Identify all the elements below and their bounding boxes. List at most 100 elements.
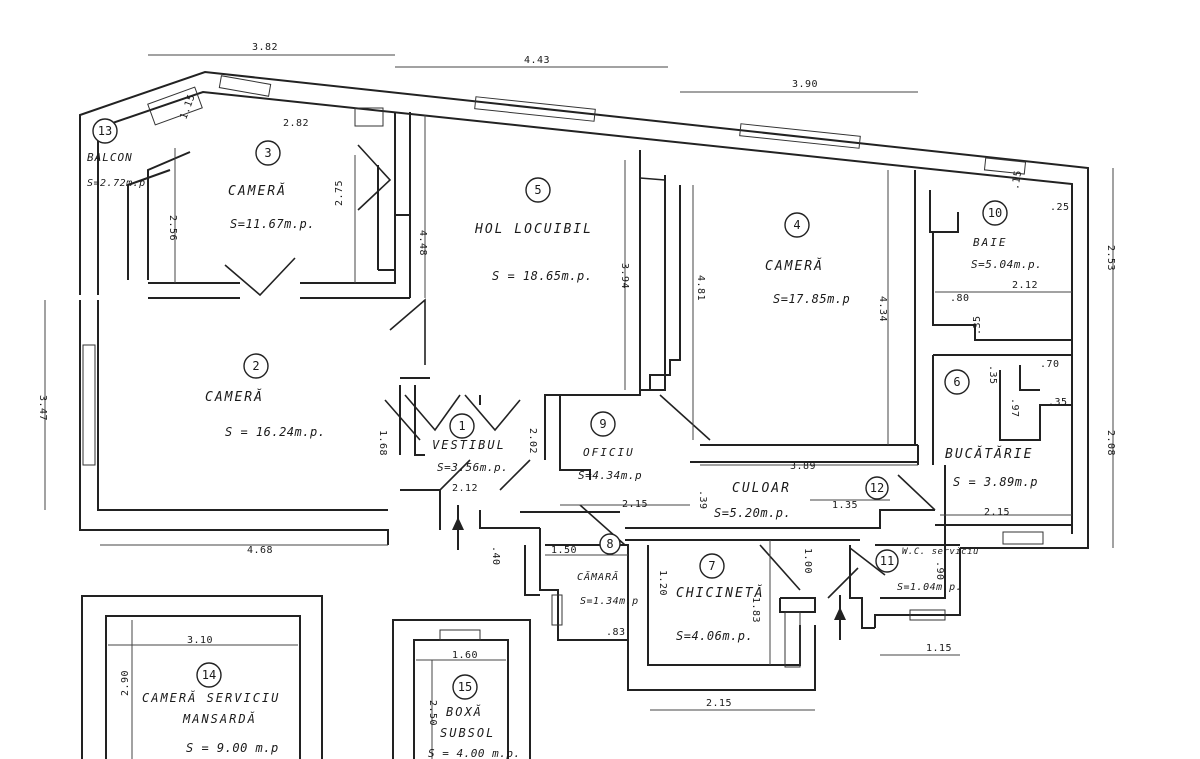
dim-2-12a: 2.12: [1012, 280, 1038, 291]
room-4-number: 4: [793, 218, 800, 232]
dim-1-68: 1.68: [377, 430, 388, 456]
room-2-number: 2: [252, 359, 259, 373]
room-14-area: S = 9.00 m.p: [186, 741, 279, 755]
room-4-area: S=17.85m.p: [773, 292, 850, 306]
room-13-number: 13: [98, 124, 112, 138]
room-14-number: 14: [202, 668, 216, 682]
room-5-area: S = 18.65m.p.: [492, 269, 592, 283]
dim-1-15: 1.15: [178, 93, 197, 121]
room-14-name-1: CAMERĂ SERVICIU: [142, 690, 280, 705]
room-6-name: BUCĂTĂRIE: [945, 446, 1033, 462]
dim-2-12b: 2.12: [452, 483, 478, 494]
room-9-area: S=4.34m.p: [578, 469, 642, 482]
room-3-number: 3: [264, 146, 271, 160]
interior-walls: [127, 112, 1072, 691]
dim-2-15c: 2.15: [706, 698, 732, 709]
dim-0-25: .25: [1050, 202, 1070, 213]
dim-1-20: 1.20: [657, 570, 668, 596]
dim-0-35a: .35: [972, 315, 983, 335]
room-15-area: S = 4.00 m.p.: [428, 747, 521, 759]
dim-4-68: 4.68: [247, 545, 273, 556]
dim-3-90: 3.90: [792, 79, 818, 90]
room-12-number: 12: [870, 481, 884, 495]
windows: [82, 75, 1044, 668]
room-3-name: CAMERĂ: [228, 183, 287, 199]
room-10-area: S=5.04m.p.: [971, 258, 1042, 271]
room-11-area: S=1.04m.p.: [897, 582, 962, 593]
dim-2-50: 2.50: [427, 700, 438, 726]
dim-0-35c: .35: [1048, 397, 1068, 408]
room-1-area: S=3.56m.p.: [437, 461, 508, 474]
room-13-name: BALCON: [87, 151, 133, 164]
room-10-name: BAIE: [973, 236, 1008, 249]
room-7-name: CHICINETĂ: [676, 585, 764, 601]
dim-0-35b: .35: [987, 365, 998, 385]
dim-4-34: 4.34: [877, 296, 888, 322]
dim-0-80: .80: [950, 293, 970, 304]
exterior-walls: [79, 70, 1089, 628]
room-5-name: HOL LOCUIBIL: [474, 222, 593, 237]
room-3-area: S=11.67m.p.: [230, 217, 315, 231]
room-labels: BALCON S=2.72m.p CAMERĂ S=11.67m.p. HOL …: [87, 151, 1042, 759]
dim-1-35: 1.35: [832, 500, 858, 511]
dim-2-90: 2.90: [120, 670, 131, 696]
room-1-name: VESTIBUL: [432, 438, 506, 452]
dim-2-08: 2.08: [1105, 430, 1116, 456]
room-9-name: OFICIU: [583, 446, 635, 459]
room-11-name: W.C. serviciu: [902, 547, 979, 557]
dimension-labels: 3.82 4.43 3.90 2.82 1.15 2.56 2.75 4.48 …: [37, 42, 1116, 726]
room-4-name: CAMERĂ: [765, 258, 824, 274]
room-7-area: S=4.06m.p.: [676, 629, 753, 643]
dim-3-82: 3.82: [252, 42, 278, 53]
room-13-area: S=2.72m.p: [87, 178, 146, 189]
room-9-number: 9: [599, 417, 606, 431]
annex-rooms: [81, 595, 531, 759]
dim-0-40: .40: [490, 546, 501, 566]
room-2-area: S = 16.24m.p.: [225, 425, 325, 439]
entrance-arrows: [452, 505, 846, 640]
dim-3-10: 3.10: [187, 635, 213, 646]
dim-2-15a: 2.15: [622, 499, 648, 510]
dim-0-39: .39: [697, 490, 708, 510]
dim-0-83: .83: [606, 627, 626, 638]
room-12-name: CULOAR: [732, 481, 791, 496]
dim-2-15b: 2.15: [984, 507, 1010, 518]
dim-2-82: 2.82: [283, 118, 309, 129]
dim-0-90: .90: [934, 561, 945, 581]
room-6-number: 6: [953, 375, 960, 389]
room-8-area: S=1.34m.p: [580, 596, 639, 607]
dim-3-47: 3.47: [37, 395, 48, 421]
dim-2-53: 2.53: [1105, 245, 1116, 271]
room-10-number: 10: [988, 206, 1002, 220]
room-14-name-2: MANSARDĂ: [182, 711, 257, 726]
room-5-number: 5: [534, 183, 541, 197]
room-8-name: CĂMARĂ: [577, 570, 619, 583]
room-15-name-2: SUBSOL: [440, 726, 495, 740]
dim-1-50: 1.50: [551, 545, 577, 556]
dim-2-75: 2.75: [334, 180, 345, 206]
room-11-number: 11: [880, 554, 894, 568]
room-7-number: 7: [708, 559, 715, 573]
dim-1-00: 1.00: [802, 548, 813, 574]
dim-0-15: .15: [1010, 169, 1024, 190]
dim-2-56: 2.56: [167, 215, 178, 241]
dimension-lines: [44, 54, 1114, 711]
dim-1-15b: 1.15: [926, 643, 952, 654]
dim-1-60: 1.60: [452, 650, 478, 661]
dim-0-70: .70: [1040, 359, 1060, 370]
dim-4-43: 4.43: [524, 55, 550, 66]
dim-4-48: 4.48: [417, 230, 428, 256]
room-8-number: 8: [606, 537, 613, 551]
dim-3-94: 3.94: [619, 263, 630, 289]
room-2-name: CAMERĂ: [205, 389, 264, 405]
dim-0-97: .97: [1009, 398, 1020, 418]
room-6-area: S = 3.89m.p: [953, 475, 1038, 489]
dim-3-89: 3.89: [790, 461, 816, 472]
dim-2-02: 2.02: [527, 428, 538, 454]
room-numbers: 13 3 5 4 10 2 1 9 6 12 8 7 11 14 15: [92, 118, 1008, 700]
dim-4-81: 4.81: [695, 275, 706, 301]
room-1-number: 1: [458, 419, 465, 433]
dim-1-83: 1.83: [750, 597, 761, 623]
room-12-area: S=5.20m.p.: [714, 506, 791, 520]
